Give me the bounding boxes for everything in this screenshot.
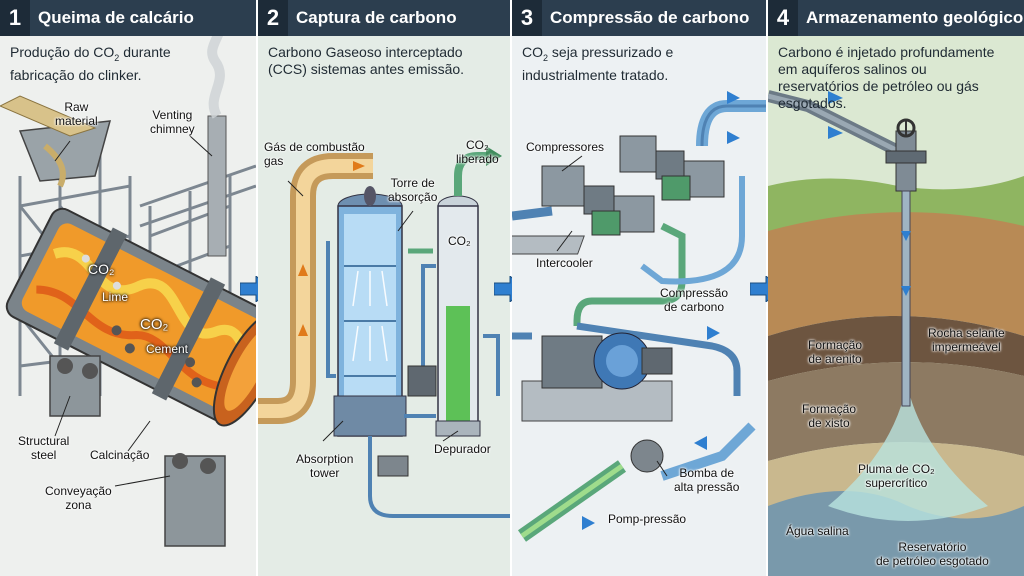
- stripper-column: [435, 195, 481, 437]
- compressor-units: [512, 135, 725, 255]
- label-co2-kiln: CO₂: [88, 261, 115, 277]
- label-structural-steel: Structural steel: [18, 434, 70, 462]
- label-absorption-tower-pt: Torre de absorção: [388, 176, 438, 204]
- panel-title: Armazenamento geológico: [806, 8, 1024, 27]
- step-number: 1: [0, 0, 30, 36]
- step-number: 4: [768, 0, 798, 36]
- label-lime: Lime: [102, 290, 129, 304]
- panel-description: Produção do CO2 durante fabricação do cl…: [10, 44, 171, 83]
- shale-layer: [768, 362, 1024, 461]
- label-conveyor-zone: Conveyação zona: [45, 484, 112, 512]
- label-saline-water: Água salina: [786, 524, 849, 538]
- panel-header: 2 Captura de carbono: [258, 0, 510, 36]
- panel-header: 1 Queima de calcário: [0, 0, 256, 36]
- label-compression: Compressão de carbono: [660, 286, 729, 314]
- label-caprock: Rocha selante impermeável: [928, 326, 1005, 354]
- label-co2-kiln-2: CO₂: [140, 316, 169, 333]
- panel-description: Carbono é injetado profundamente em aquí…: [778, 44, 995, 111]
- compression-illustration: [512, 91, 766, 542]
- label-supercritical-plume: Pluma de CO₂ supercrítico: [858, 462, 935, 490]
- co2-plume: [828, 396, 988, 521]
- step-number: 3: [512, 0, 542, 36]
- label-absorption-tower-en: Absorption tower: [296, 452, 354, 480]
- panel-carbon-compression: 3 Compressão de carbono CO2 seja pressur…: [512, 0, 766, 576]
- label-pump-pressure: Pomp-pressão: [608, 512, 687, 526]
- label-shale: Formação de xisto: [802, 402, 857, 430]
- panel-title: Compressão de carbono: [550, 8, 750, 27]
- label-depurador: Depurador: [434, 442, 491, 456]
- label-depleted-reservoir: Reservatório de petróleo esgotado: [876, 540, 989, 568]
- label-sandstone: Formação de arenito: [808, 338, 863, 366]
- label-cement: Cement: [146, 342, 189, 356]
- absorption-tower: [333, 186, 407, 437]
- label-raw-material: Raw material: [55, 100, 98, 128]
- label-high-pressure-pump: Bomba de alta pressão: [674, 466, 740, 494]
- well-bore: [901, 190, 911, 407]
- step-number: 2: [258, 0, 288, 36]
- panel-title: Queima de calcário: [38, 8, 194, 27]
- caprock-layer: [768, 316, 1024, 381]
- label-co2-released: CO₂ liberado: [456, 138, 499, 166]
- carbon-capture-illustration: [258, 146, 510, 518]
- label-flue-gas: Gás de combustão gas: [264, 140, 365, 168]
- label-compressors: Compressores: [526, 140, 605, 154]
- cement-kiln-illustration: [0, 36, 256, 547]
- label-intercooler: Intercooler: [536, 256, 593, 270]
- panel-description: CO2 seja pressurizado e industrialmente …: [522, 44, 674, 83]
- panel-geological-storage: 4 Armazenamento geológico Carbono é inje…: [768, 0, 1024, 576]
- geological-storage-illustration: [768, 36, 1024, 576]
- sandstone-layer: [768, 212, 1024, 336]
- panel-header: 3 Compressão de carbono: [512, 0, 766, 36]
- panel-description: Carbono Gaseoso interceptado (CCS) siste…: [268, 44, 465, 77]
- chimney: [207, 115, 227, 257]
- panel-header: 4 Armazenamento geológico: [768, 0, 1024, 36]
- high-pressure-pump: [521, 332, 673, 473]
- panel-title: Captura de carbono: [296, 8, 457, 27]
- rotary-kiln: [5, 207, 256, 427]
- label-calcinacao: Calcinação: [90, 448, 150, 462]
- label-co2-column: CO₂: [448, 234, 471, 248]
- label-venting-chimney: Venting chimney: [150, 108, 195, 136]
- panel-limestone-burning: 1 Queima de calcário Produção do CO2 dur…: [0, 0, 256, 576]
- panel-carbon-capture: 2 Captura de carbono Carbono Gaseoso int…: [258, 0, 510, 576]
- injection-wellhead: [885, 118, 927, 192]
